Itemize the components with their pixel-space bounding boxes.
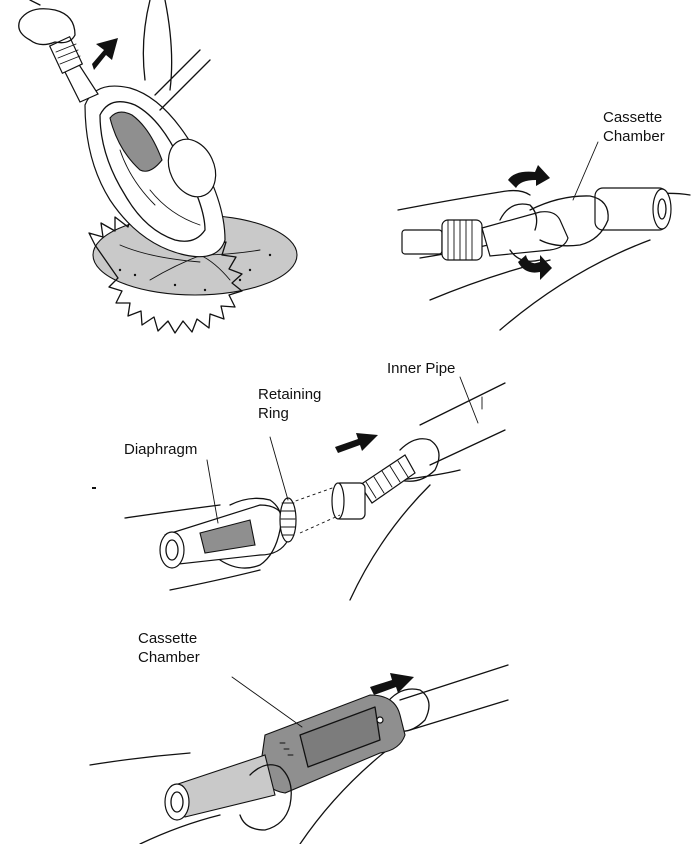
margin-mark xyxy=(92,487,96,489)
retaining-ring-label-line1: Retaining xyxy=(258,385,321,404)
cassette-chamber-label-bottom-line1: Cassette xyxy=(138,629,200,648)
step3-disassembly-figure: Inner Pipe Retaining Ring Diaphragm xyxy=(110,355,510,605)
retaining-ring-label: Retaining Ring xyxy=(258,385,321,423)
cassette-chamber-label-bottom: Cassette Chamber xyxy=(138,629,200,667)
cassette-chamber-label-line2: Chamber xyxy=(603,127,665,146)
inner-pipe-label: Inner Pipe xyxy=(387,359,455,378)
pool-cleaner-lift-icon xyxy=(0,0,310,310)
step2-twist-figure: Cassette Chamber xyxy=(390,100,695,330)
cassette-chamber-label-top: Cassette Chamber xyxy=(603,108,665,146)
cassette-chamber-label-bottom-line2: Chamber xyxy=(138,648,200,667)
step4-reassembly-figure: Cassette Chamber xyxy=(80,625,510,844)
step1-cleaner-lift-figure xyxy=(0,0,310,310)
cleaner-body xyxy=(50,37,225,257)
diaphragm-label: Diaphragm xyxy=(124,440,197,459)
cassette-chamber-label-line1: Cassette xyxy=(603,108,665,127)
retaining-ring-label-line2: Ring xyxy=(258,404,321,423)
